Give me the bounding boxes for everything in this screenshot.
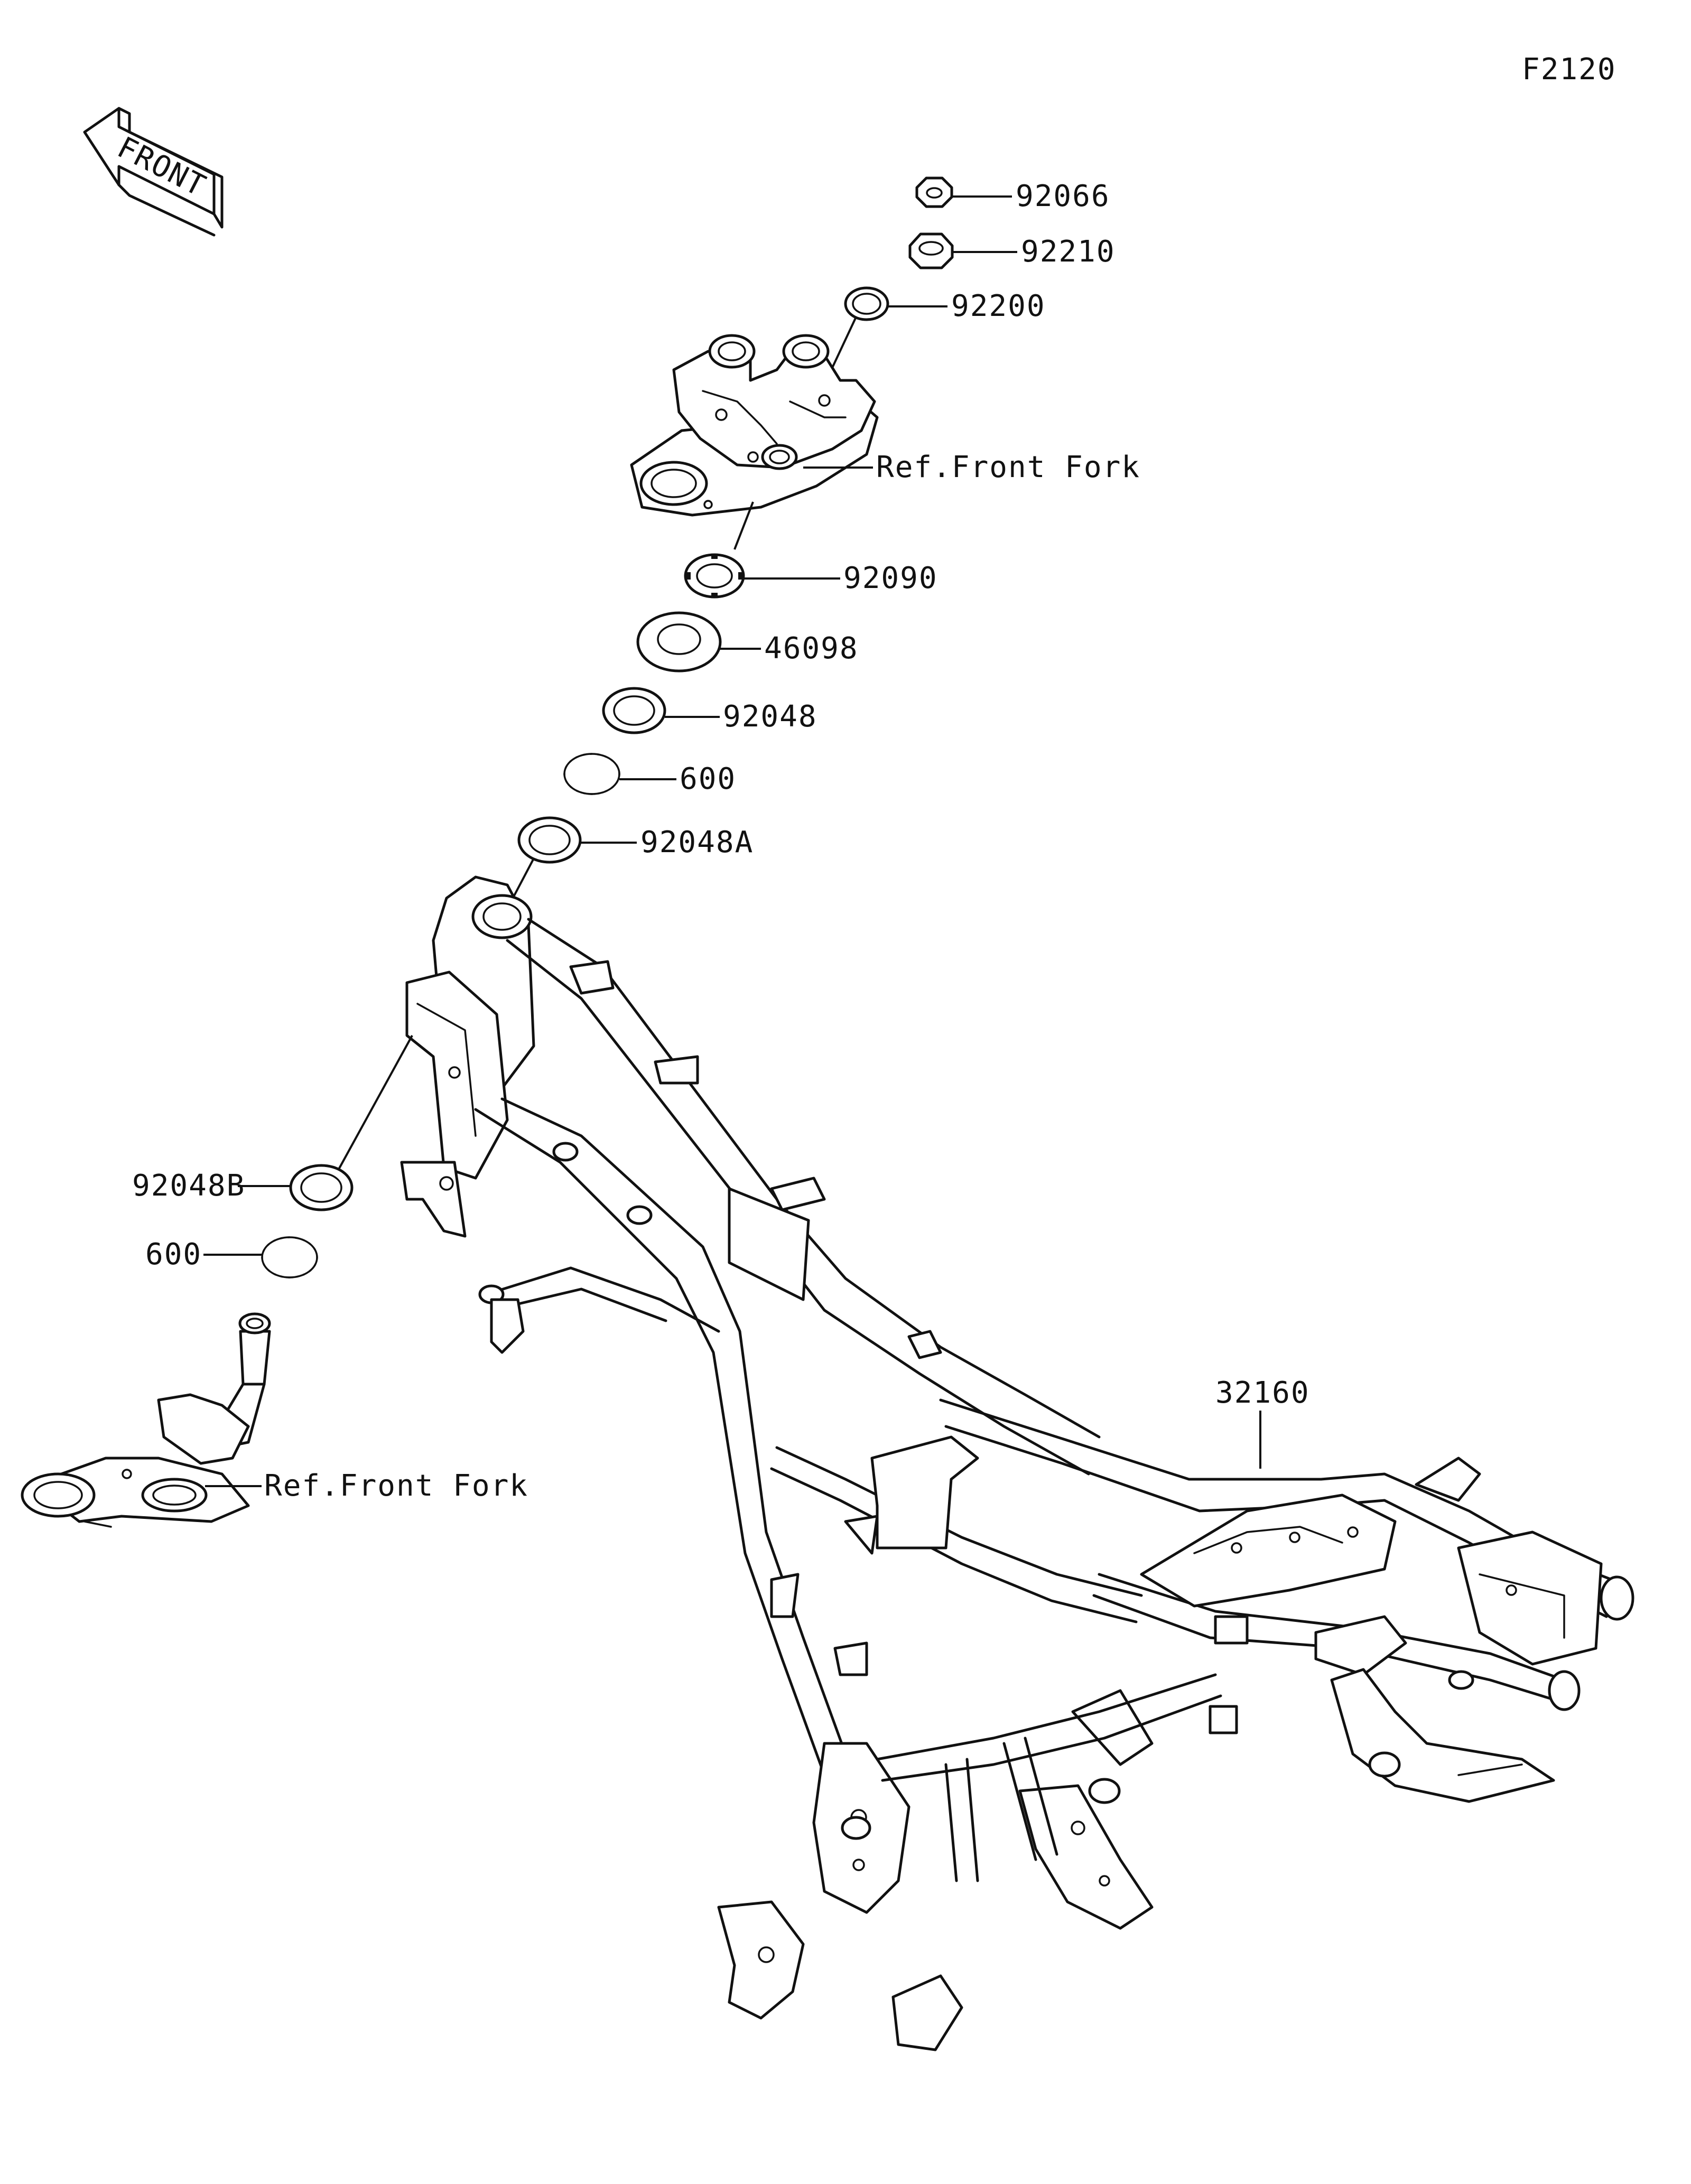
callout-ref-front-fork-upper: Ref.Front Fork: [876, 450, 1140, 484]
part-92066-stem-nut: 92066: [915, 176, 1110, 213]
callout-600-lower: 600: [145, 1237, 202, 1272]
callout-92048B: 92048B: [132, 1169, 245, 1203]
part-92048a-race: 92048A: [506, 816, 754, 909]
part-600-ball-set-upper: 600: [563, 753, 736, 796]
upper-fork-bracket: Ref.Front Fork: [630, 334, 1140, 550]
part-92090-nut: 92090: [684, 553, 938, 599]
callout-32160: 32160: [1215, 1376, 1310, 1410]
part-32160-frame: 32160: [400, 875, 1634, 2051]
callout-92048A: 92048A: [640, 825, 754, 860]
part-92048-race: 92048: [602, 687, 817, 734]
callout-ref-front-fork-lower: Ref.Front Fork: [264, 1469, 528, 1503]
part-600-ball-set-lower: 600: [145, 1236, 318, 1278]
part-92048b-race: 92048B: [132, 1035, 413, 1211]
callout-600-upper: 600: [680, 762, 736, 796]
figure-code: F2120: [1522, 52, 1616, 87]
callout-92048: 92048: [723, 699, 817, 734]
part-92210-nut: 92210: [908, 232, 1116, 269]
callout-92066: 92066: [1016, 179, 1110, 213]
callout-92200: 92200: [951, 289, 1046, 323]
callout-92210: 92210: [1021, 235, 1116, 269]
callout-92090: 92090: [843, 561, 938, 595]
callout-46098: 46098: [764, 631, 859, 666]
front-direction-arrow-icon: FRONT: [83, 107, 224, 237]
part-46098-cap: 46098: [636, 611, 859, 673]
lower-fork-bracket-with-stem: Ref.Front Fork: [21, 1312, 528, 1528]
